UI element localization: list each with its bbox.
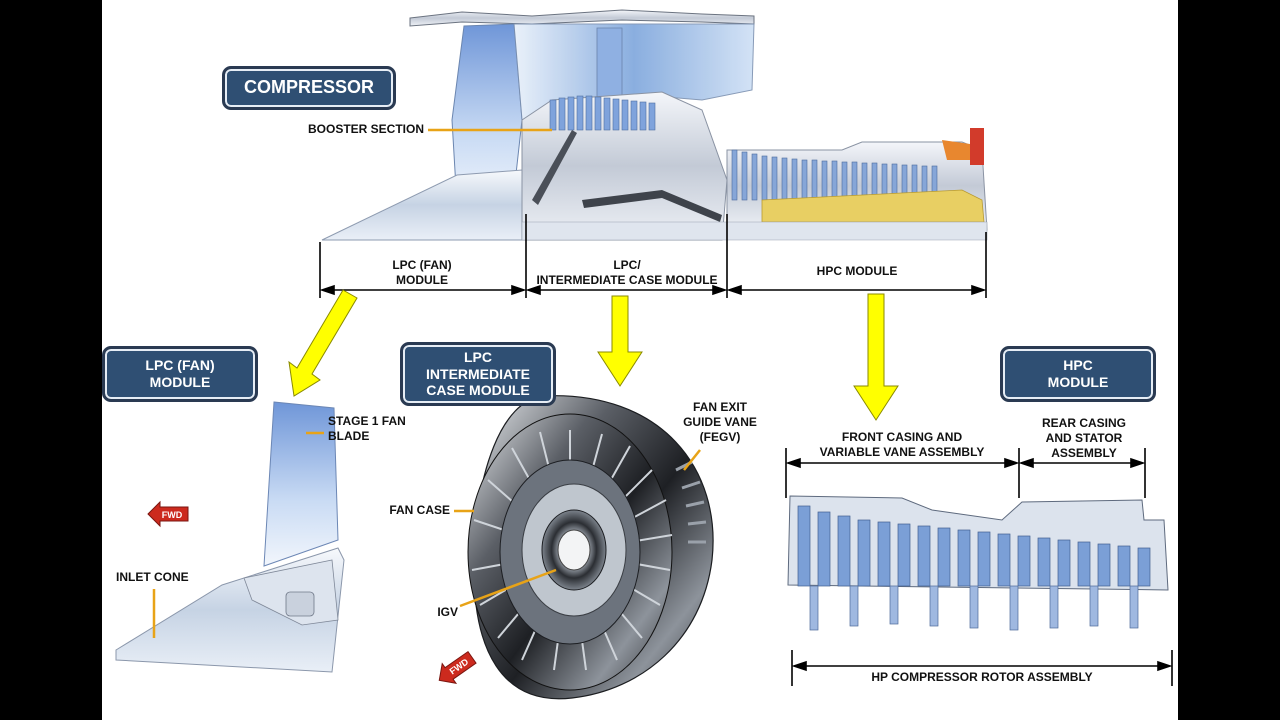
title-lpc-intermediate-case-module: LPC INTERMEDIATE CASE MODULE: [400, 342, 556, 406]
fwd-arrow-center: FWD: [438, 650, 477, 684]
lpc-fan-module-drawing: [115, 401, 345, 673]
label-hp-rotor: HP COMPRESSOR ROTOR ASSEMBLY: [832, 670, 1132, 685]
label-booster-section: BOOSTER SECTION: [307, 122, 424, 136]
label-lpc-fan-module-dim: LPC (FAN) MODULE: [392, 258, 452, 287]
label-rear-casing: REAR CASING AND STATOR ASSEMBLY: [1041, 416, 1126, 460]
arrow-to-lpc-intermediate: [597, 295, 643, 387]
label-lpc-intermediate-dim: LPC/ INTERMEDIATE CASE MODULE: [536, 258, 718, 287]
fwd-label: FWD: [162, 510, 183, 520]
label-igv: IGV: [437, 605, 458, 619]
lpc-intermediate-case-drawing: [467, 395, 714, 700]
arrow-to-hpc: [853, 293, 899, 421]
label-front-casing: FRONT CASING AND VARIABLE VANE ASSEMBLY: [819, 430, 985, 459]
label-hpc-module-dim: HPC MODULE: [816, 264, 898, 278]
fegv-leader: [683, 449, 701, 471]
compressor-cross-section: [321, 9, 988, 241]
fwd-arrow-left: FWD: [147, 500, 189, 528]
diagram-canvas: FWD: [102, 0, 1178, 720]
label-stage1-fan-blade: STAGE 1 FAN BLADE: [328, 414, 406, 443]
title-hpc-module: HPC MODULE: [1000, 346, 1156, 402]
label-fan-exit-guide-vane: FAN EXIT GUIDE VANE (FEGV): [683, 400, 757, 444]
title-lpc-fan-module: LPC (FAN) MODULE: [102, 346, 258, 402]
igv-leader: [459, 568, 557, 608]
hpc-dimension-lines: [785, 448, 1173, 686]
label-inlet-cone: INLET CONE: [116, 570, 189, 584]
title-compressor: COMPRESSOR: [222, 66, 396, 110]
top-dimension-lines: [319, 214, 987, 298]
compressor-diagram-artwork: FWD: [115, 9, 1173, 700]
label-fan-case: FAN CASE: [389, 503, 450, 517]
arrow-to-lpc-fan: [288, 289, 358, 397]
hpc-module-drawing: [787, 495, 1169, 631]
yellow-pointer-arrows: [288, 289, 899, 421]
